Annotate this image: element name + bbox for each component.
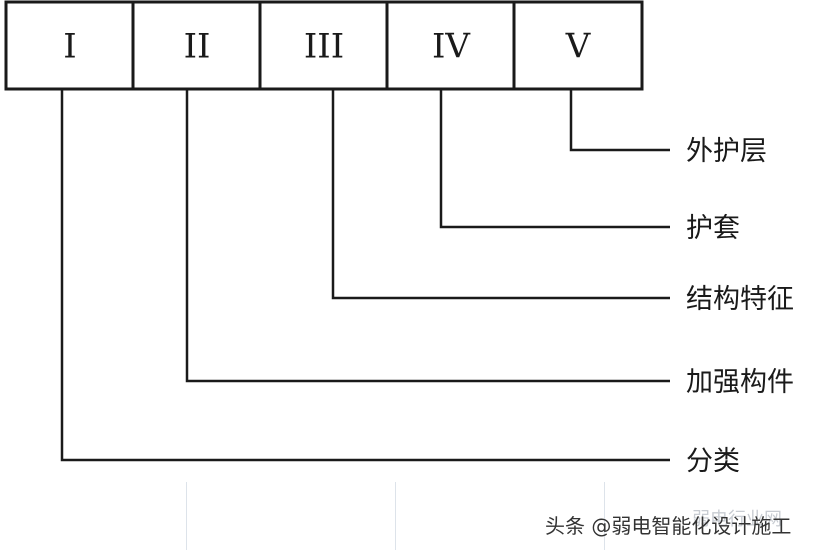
branch-label: 分类: [686, 446, 740, 477]
branch-line: [331, 89, 670, 300]
faint-divider: [186, 482, 187, 550]
branch-line: [60, 89, 670, 462]
watermark-faint: 弱电行业网: [692, 509, 782, 530]
code-box-label: V: [565, 27, 592, 67]
code-box-2: [131, 0, 263, 91]
code-box-label: III: [304, 27, 344, 67]
branch-line: [185, 89, 670, 383]
branch-line: [439, 89, 670, 229]
code-box-5: [512, 0, 644, 91]
watermark: 头条 @弱电智能化设计施工: [545, 514, 792, 538]
branch-label: 结构特征: [686, 284, 794, 315]
code-box-1: [4, 0, 136, 91]
code-box-label: IV: [432, 27, 471, 67]
branch-label: 外护层: [686, 136, 767, 167]
code-box-3: [258, 0, 390, 91]
code-box-label: II: [184, 27, 211, 67]
faint-divider: [395, 482, 396, 550]
code-box-label: I: [63, 27, 76, 67]
branch-label: 护套: [686, 213, 740, 244]
branch-label: 加强构件: [686, 367, 794, 398]
faint-divider: [604, 482, 605, 550]
branch-line: [569, 89, 670, 152]
